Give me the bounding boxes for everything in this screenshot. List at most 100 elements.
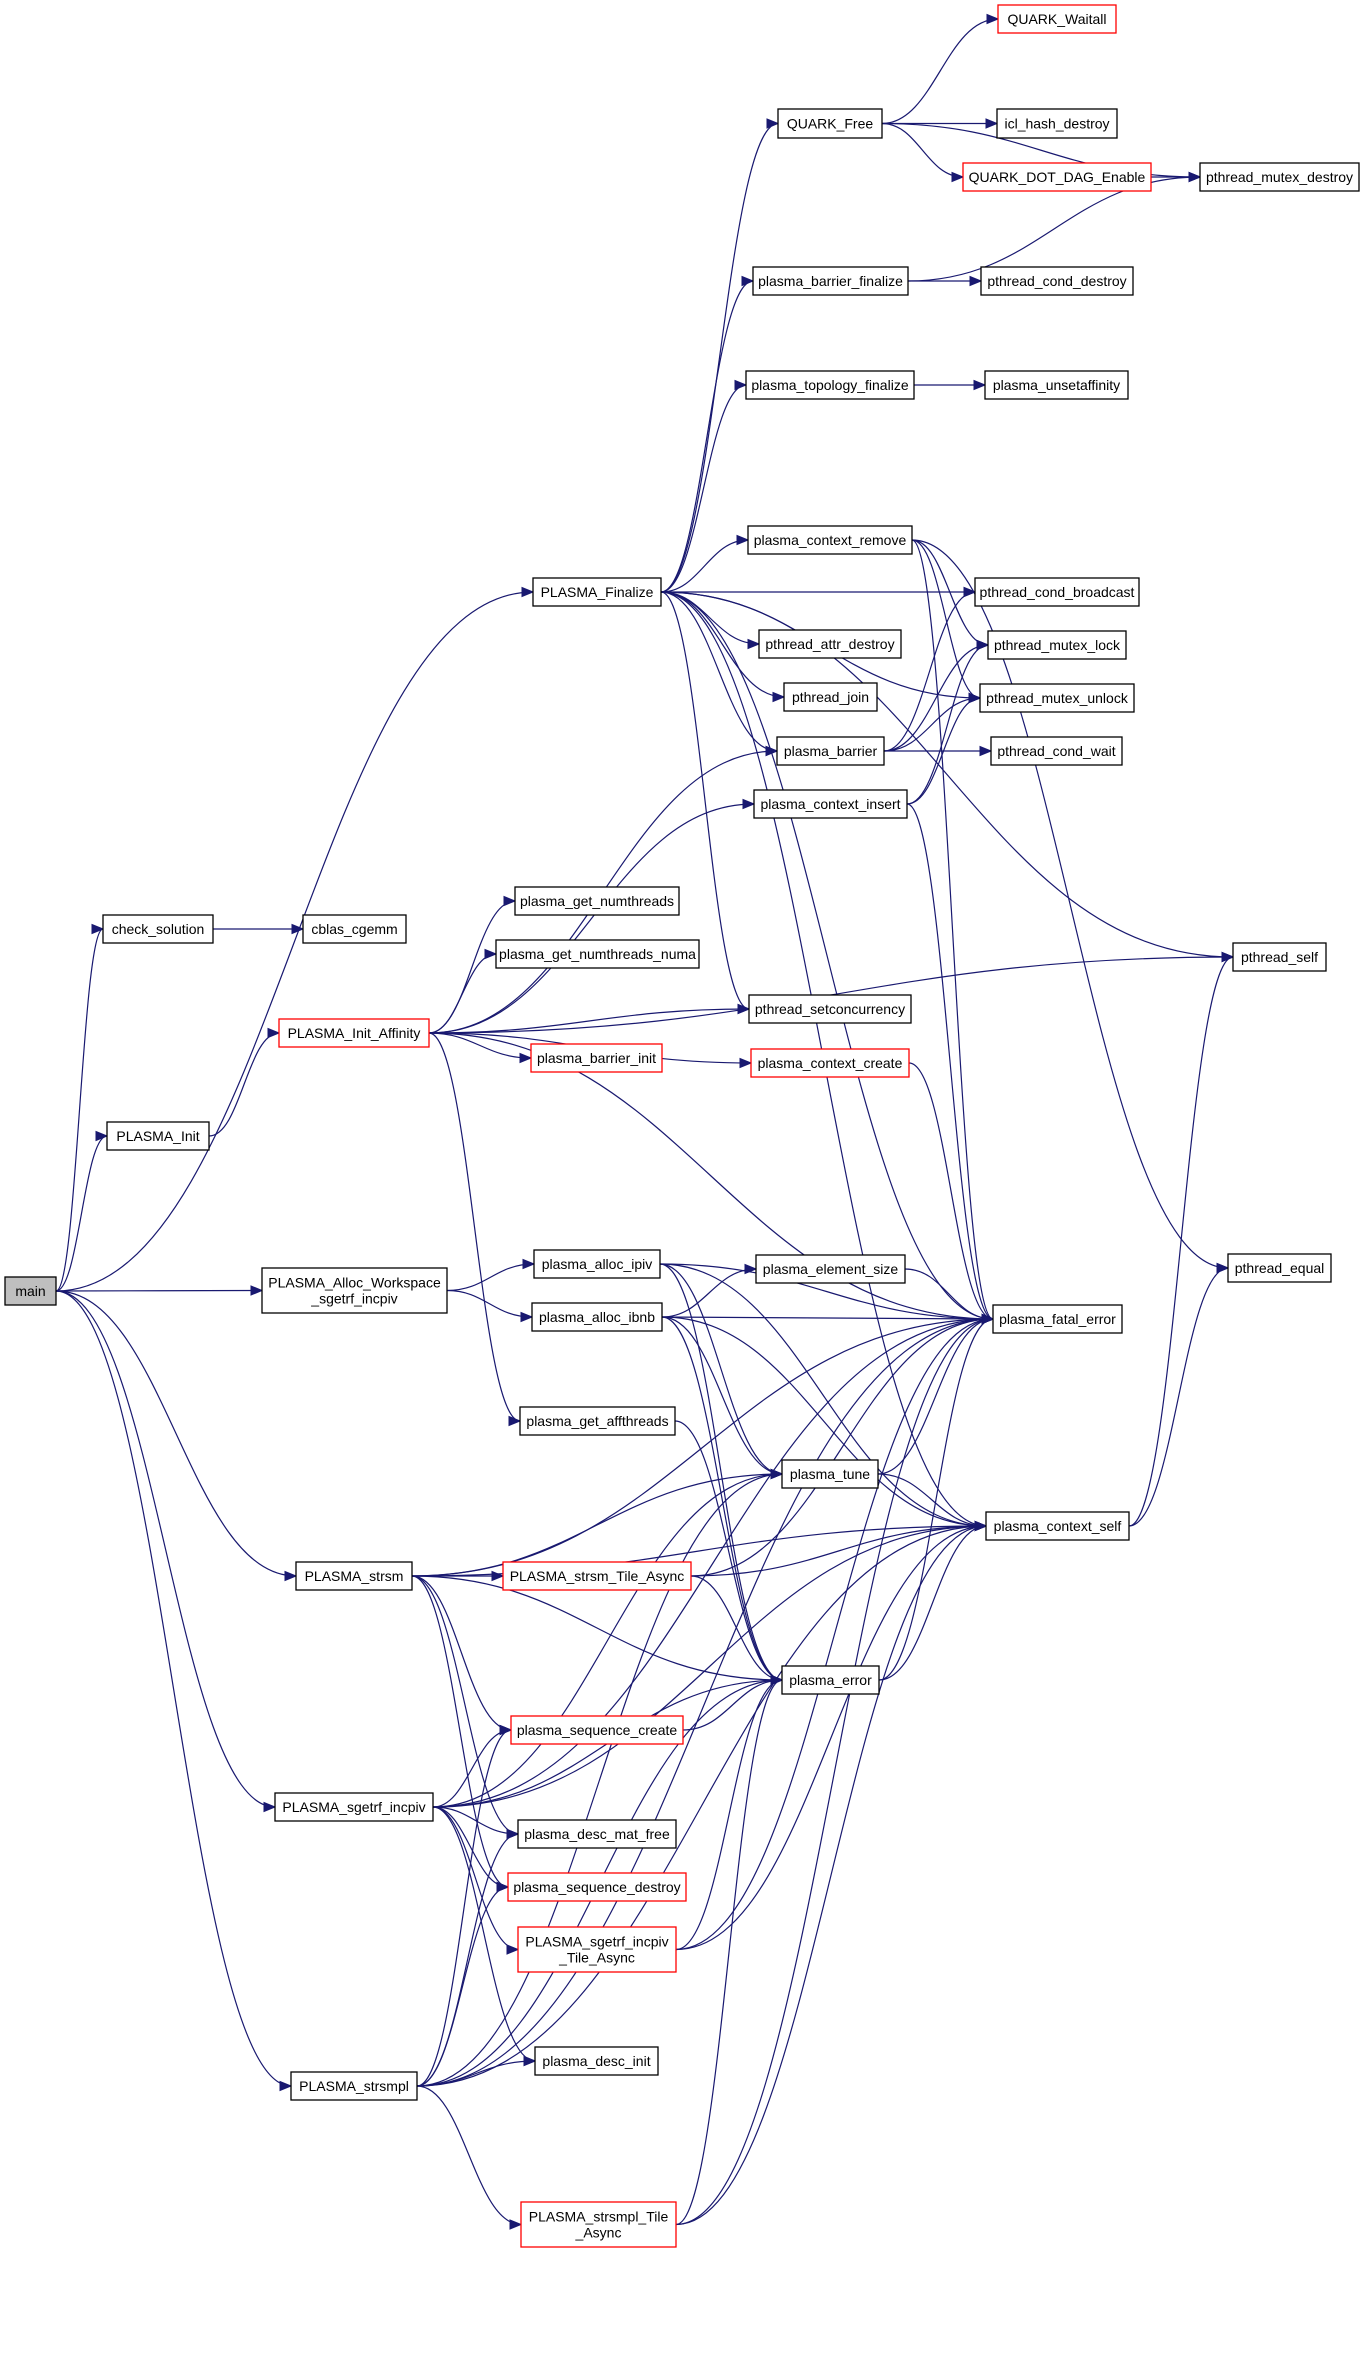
node-plasma-error[interactable]: plasma_error [781,1665,880,1695]
node-box[interactable] [514,886,680,916]
node-box[interactable] [997,4,1117,34]
node-icl-hash-destroy[interactable]: icl_hash_destroy [996,108,1118,139]
node-box[interactable] [106,1121,210,1151]
node-box[interactable] [510,1715,684,1745]
node-box[interactable] [781,1459,879,1489]
node-plasma-sequence-create[interactable]: plasma_sequence_create [510,1715,684,1745]
node-box[interactable] [996,108,1118,139]
node-plasma-alloc-workspace-sgetrf-incpiv[interactable]: PLASMA_Alloc_Workspace_sgetrf_incpiv [261,1267,448,1314]
node-plasma-strsm[interactable]: PLASMA_strsm [295,1561,413,1591]
node-plasma-barrier[interactable]: plasma_barrier [776,736,885,766]
node-plasma-sgetrf-incpiv-tile-async[interactable]: PLASMA_sgetrf_incpiv_Tile_Async [517,1926,677,1973]
node-box[interactable] [748,994,912,1024]
node-pthread-self[interactable]: pthread_self [1232,942,1327,972]
node-box[interactable] [507,1872,687,1902]
node-box[interactable] [102,914,214,944]
node-box[interactable] [532,577,662,607]
node-box[interactable] [531,1302,663,1332]
node-plasma-tune[interactable]: plasma_tune [781,1459,879,1489]
node-check-solution[interactable]: check_solution [102,914,214,944]
node-plasma-desc-init[interactable]: plasma_desc_init [534,2046,659,2076]
node-plasma-context-self[interactable]: plasma_context_self [985,1511,1130,1541]
node-plasma-finalize[interactable]: PLASMA_Finalize [532,577,662,607]
node-plasma-context-create[interactable]: plasma_context_create [750,1048,910,1078]
node-box[interactable] [745,370,915,400]
node-box[interactable] [753,789,908,819]
node-box[interactable] [1199,162,1360,192]
node-main[interactable]: main [4,1276,57,1306]
node-box[interactable] [777,108,883,139]
node-box[interactable] [530,1043,663,1073]
node-plasma-alloc-ibnb[interactable]: plasma_alloc_ibnb [531,1302,663,1332]
node-box[interactable] [520,2201,677,2248]
node-plasma-init-affinity[interactable]: PLASMA_Init_Affinity [278,1018,430,1048]
node-box[interactable] [985,1511,1130,1541]
node-box[interactable] [517,1926,677,1973]
node-plasma-sgetrf-incpiv[interactable]: PLASMA_sgetrf_incpiv [274,1792,434,1822]
node-box[interactable] [987,630,1127,660]
node-plasma-barrier-finalize[interactable]: plasma_barrier_finalize [752,266,909,296]
node-plasma-strsm-tile-async[interactable]: PLASMA_strsm_Tile_Async [502,1561,692,1591]
node-box[interactable] [980,266,1134,296]
node-plasma-init[interactable]: PLASMA_Init [106,1121,210,1151]
node-box[interactable] [750,1048,910,1078]
node-plasma-sequence-destroy[interactable]: plasma_sequence_destroy [507,1872,687,1902]
node-plasma-barrier-init[interactable]: plasma_barrier_init [530,1043,663,1073]
node-box[interactable] [1227,1253,1332,1283]
node-box[interactable] [979,683,1135,713]
node-plasma-get-numthreads-numa[interactable]: plasma_get_numthreads_numa [495,939,700,969]
node-box[interactable] [984,370,1129,400]
node-box[interactable] [4,1276,57,1306]
node-pthread-mutex-lock[interactable]: pthread_mutex_lock [987,630,1127,660]
node-box[interactable] [534,2046,659,2076]
node-box[interactable] [517,1819,677,1849]
node-plasma-fatal-error[interactable]: plasma_fatal_error [992,1304,1123,1334]
node-box[interactable] [747,525,913,555]
node-plasma-context-insert[interactable]: plasma_context_insert [753,789,908,819]
node-plasma-get-affthreads[interactable]: plasma_get_affthreads [519,1406,676,1436]
node-box[interactable] [519,1406,676,1436]
node-pthread-setconcurrency[interactable]: pthread_setconcurrency [748,994,912,1024]
node-plasma-strsmpl[interactable]: PLASMA_strsmpl [290,2071,418,2101]
node-box[interactable] [495,939,700,969]
node-cblas-cgemm[interactable]: cblas_cgemm [302,914,407,944]
node-box[interactable] [502,1561,692,1591]
node-plasma-topology-finalize[interactable]: plasma_topology_finalize [745,370,915,400]
node-pthread-mutex-destroy[interactable]: pthread_mutex_destroy [1199,162,1360,192]
node-box[interactable] [533,1249,661,1279]
node-box[interactable] [990,736,1123,766]
node-pthread-join[interactable]: pthread_join [783,682,878,712]
node-box[interactable] [755,1254,906,1284]
node-plasma-element-size[interactable]: plasma_element_size [755,1254,906,1284]
node-box[interactable] [295,1561,413,1591]
node-plasma-context-remove[interactable]: plasma_context_remove [747,525,913,555]
node-box[interactable] [758,629,902,659]
node-box[interactable] [302,914,407,944]
node-pthread-equal[interactable]: pthread_equal [1227,1253,1332,1283]
node-box[interactable] [962,162,1152,192]
node-box[interactable] [1232,942,1327,972]
node-box[interactable] [776,736,885,766]
node-box[interactable] [274,1792,434,1822]
node-box[interactable] [992,1304,1123,1334]
node-box[interactable] [290,2071,418,2101]
node-pthread-cond-destroy[interactable]: pthread_cond_destroy [980,266,1134,296]
node-pthread-cond-wait[interactable]: pthread_cond_wait [990,736,1123,766]
node-quark-free[interactable]: QUARK_Free [777,108,883,139]
node-box[interactable] [783,682,878,712]
node-plasma-get-numthreads[interactable]: plasma_get_numthreads [514,886,680,916]
node-pthread-cond-broadcast[interactable]: pthread_cond_broadcast [974,577,1140,607]
node-box[interactable] [974,577,1140,607]
node-plasma-strsmpl-tile-async[interactable]: PLASMA_strsmpl_Tile_Async [520,2201,677,2248]
node-box[interactable] [781,1665,880,1695]
node-pthread-attr-destroy[interactable]: pthread_attr_destroy [758,629,902,659]
node-plasma-desc-mat-free[interactable]: plasma_desc_mat_free [517,1819,677,1849]
node-quark-dot-dag-enable[interactable]: QUARK_DOT_DAG_Enable [962,162,1152,192]
node-quark-waitall[interactable]: QUARK_Waitall [997,4,1117,34]
node-box[interactable] [261,1267,448,1314]
node-box[interactable] [278,1018,430,1048]
node-plasma-unsetaffinity[interactable]: plasma_unsetaffinity [984,370,1129,400]
node-box[interactable] [752,266,909,296]
node-pthread-mutex-unlock[interactable]: pthread_mutex_unlock [979,683,1135,713]
node-plasma-alloc-ipiv[interactable]: plasma_alloc_ipiv [533,1249,661,1279]
